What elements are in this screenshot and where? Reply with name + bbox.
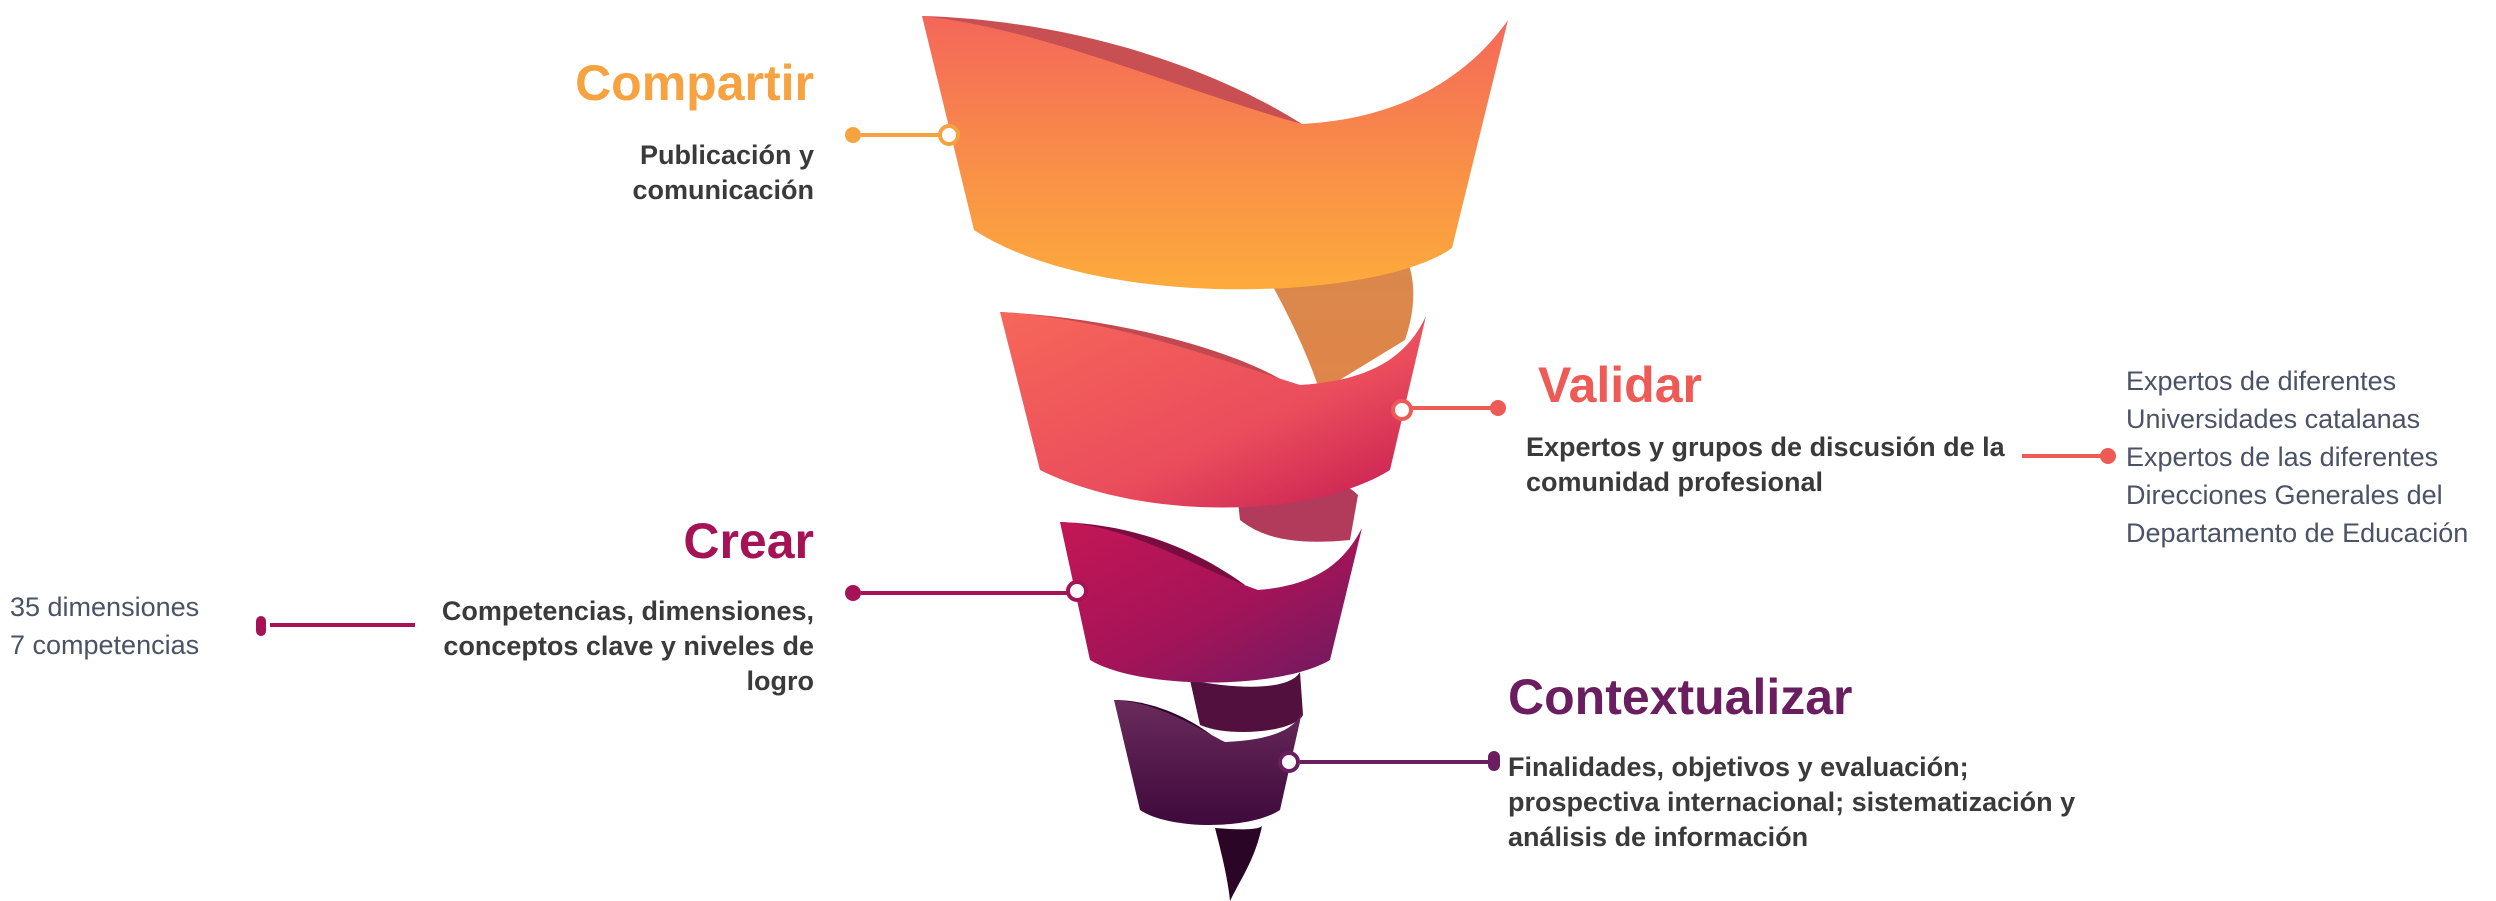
connector-ring-compartir bbox=[938, 124, 960, 146]
connector-dot-crear bbox=[845, 585, 861, 601]
desc-line: Publicación y bbox=[639, 140, 814, 170]
side-dot-crear bbox=[256, 616, 266, 636]
connector-dot-validar bbox=[1490, 400, 1506, 416]
connector-line-compartir bbox=[861, 133, 941, 137]
connector-line-contextualizar bbox=[1300, 760, 1490, 764]
connector-ring-contextualizar bbox=[1278, 751, 1300, 773]
tier-compartir bbox=[922, 16, 1508, 290]
desc-line: Competencias, dimensiones, bbox=[441, 596, 814, 626]
desc-line: análisis de información bbox=[1508, 822, 1809, 852]
connector-line-validar bbox=[1412, 406, 1492, 410]
funnel-tail bbox=[1215, 826, 1262, 901]
side-line: 35 dimensiones bbox=[10, 592, 200, 622]
desc-line: logro bbox=[746, 666, 815, 696]
side-line: Direcciones Generales del bbox=[2126, 480, 2443, 510]
side-line: Expertos de las diferentes bbox=[2126, 442, 2439, 472]
connector-dot-contextualizar bbox=[1488, 751, 1500, 771]
side-list-crear: 35 dimensiones 7 competencias bbox=[10, 588, 250, 664]
connector-ring-validar bbox=[1391, 399, 1413, 421]
side-line: Universidades catalanas bbox=[2126, 404, 2421, 434]
stage-desc-validar: Expertos y grupos de discusión de la com… bbox=[1526, 430, 2026, 500]
stage-title-contextualizar: Contextualizar bbox=[1508, 669, 1853, 725]
side-list-validar: Expertos de diferentes Universidades cat… bbox=[2126, 362, 2496, 552]
stage-title-crear: Crear bbox=[683, 513, 814, 569]
desc-line: comunicación bbox=[632, 175, 814, 205]
tier-validar bbox=[1000, 312, 1426, 508]
connector-ring-crear bbox=[1066, 580, 1088, 602]
stage-desc-contextualizar: Finalidades, objetivos y evaluación; pro… bbox=[1508, 750, 2168, 855]
desc-line: Finalidades, objetivos y evaluación; bbox=[1508, 752, 1969, 782]
desc-line: Expertos y grupos de discusión de la bbox=[1526, 432, 2005, 462]
side-line: 7 competencias bbox=[10, 630, 200, 660]
tier-contextualizar bbox=[1114, 700, 1302, 825]
side-line-crear bbox=[270, 623, 415, 627]
desc-line: prospectiva internacional; sistematizaci… bbox=[1508, 787, 2076, 817]
stage-title-compartir: Compartir bbox=[575, 55, 814, 111]
side-dot-validar bbox=[2100, 448, 2116, 464]
stage-desc-crear: Competencias, dimensiones, conceptos cla… bbox=[384, 594, 814, 699]
connector-line-crear bbox=[861, 591, 1071, 595]
connector-dot-compartir bbox=[845, 127, 861, 143]
side-line: Expertos de diferentes bbox=[2126, 366, 2397, 396]
stage-desc-compartir: Publicación y comunicación bbox=[520, 138, 814, 208]
side-line: Departamento de Educación bbox=[2126, 518, 2469, 548]
stage-title-validar: Validar bbox=[1538, 357, 1702, 413]
side-line-validar bbox=[2022, 454, 2102, 458]
desc-line: conceptos clave y niveles de bbox=[443, 631, 814, 661]
tier-crear bbox=[1060, 522, 1362, 683]
desc-line: comunidad profesional bbox=[1526, 467, 1824, 497]
connector-band-3 bbox=[1190, 672, 1303, 733]
